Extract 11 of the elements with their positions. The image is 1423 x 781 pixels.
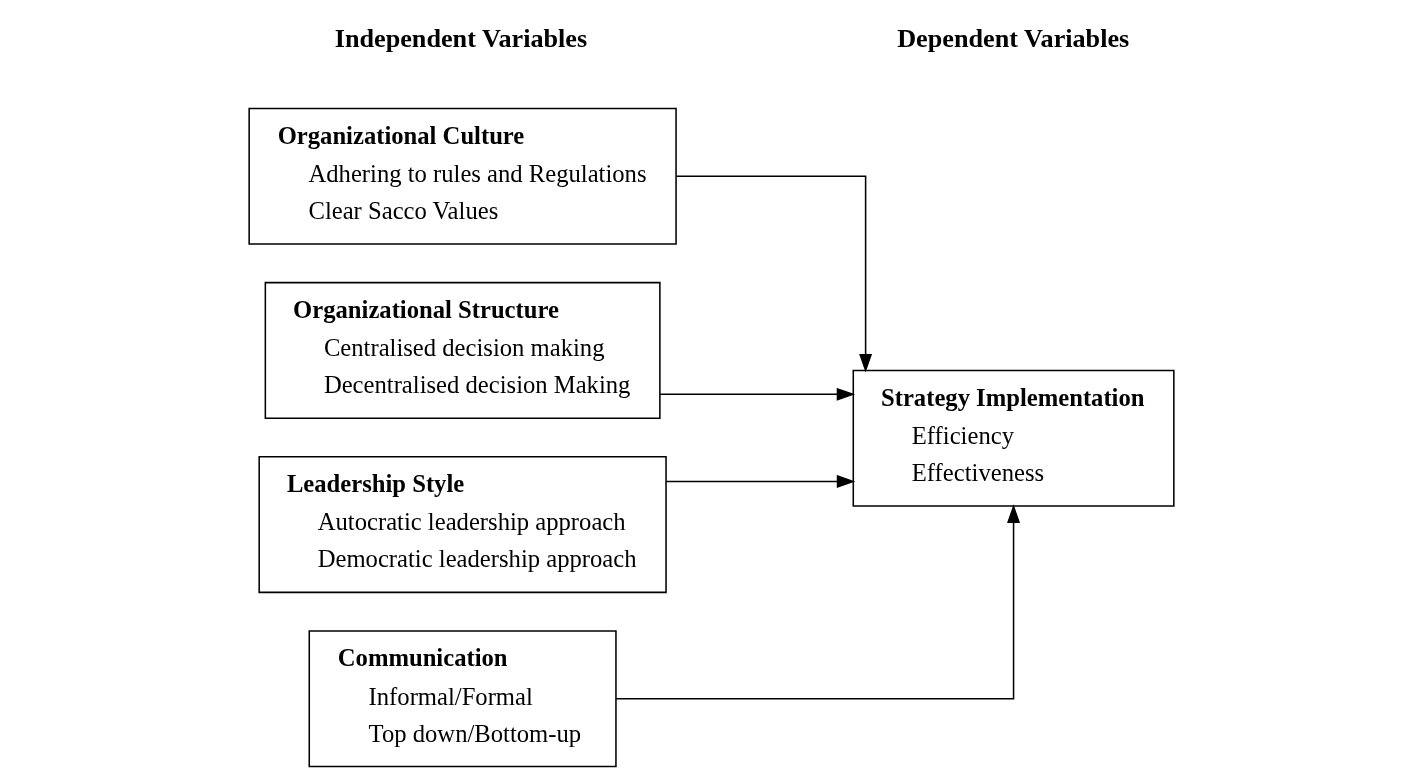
node-box: Communication Informal/Formal Top down/Bottom-up bbox=[308, 630, 617, 768]
arrow bbox=[615, 504, 1021, 700]
arrow bbox=[675, 175, 873, 373]
label: Independent Variables bbox=[334, 23, 588, 53]
node-box: Strategy Implementation Efficiency Effectiveness bbox=[852, 369, 1175, 507]
arrow bbox=[659, 387, 856, 401]
node-box: Leadership Style Autocratic leadership approach Democratic leadership approach bbox=[258, 456, 667, 594]
node-box: Organizational Culture Adhering to rules and Regulations Clear Sacco Values bbox=[248, 107, 677, 245]
node-box: Organizational Structure Centralised decision making Decentralised decision Making bbox=[264, 281, 661, 419]
label: Dependent Variables bbox=[897, 23, 1130, 53]
arrow bbox=[665, 474, 856, 488]
